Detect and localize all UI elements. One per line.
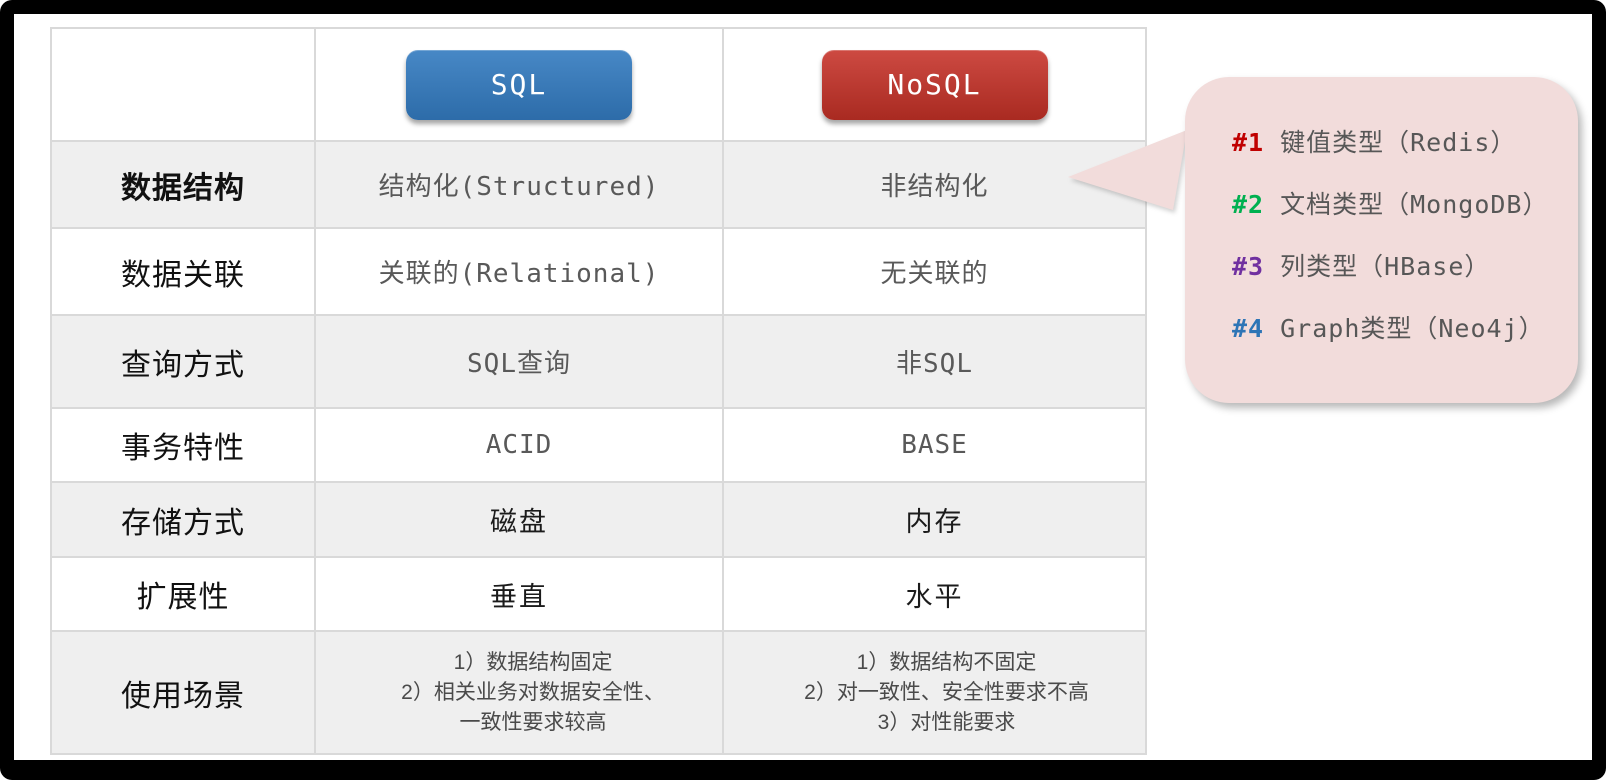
usecase-line: 3）对性能要求 xyxy=(877,710,1016,734)
nosql-usecases: 1）数据结构不固定 2）对一致性、安全性要求不高 3）对性能要求 xyxy=(722,630,1147,755)
sql-value: 关联的(Relational) xyxy=(378,259,660,289)
sql-value: 磁盘 xyxy=(490,507,548,537)
sql-badge-label: SQL xyxy=(490,68,548,101)
nosql-types-callout: #1 键值类型（Redis） #2 文档类型（MongoDB） #3 列类型（H… xyxy=(1185,77,1578,403)
table-row: 扩展性 垂直 水平 xyxy=(50,556,1147,632)
header-nosql-cell: NoSQL xyxy=(722,27,1147,142)
row-label: 数据结构 xyxy=(121,171,245,205)
callout-item-label: 列类型（HBase） xyxy=(1280,252,1491,281)
callout-item: #1 键值类型（Redis） xyxy=(1232,123,1578,159)
callout-item-label: Graph类型（Neo4j） xyxy=(1280,314,1545,343)
sql-value: 结构化(Structured) xyxy=(378,172,660,202)
row-label: 扩展性 xyxy=(136,581,230,614)
sql-badge: SQL xyxy=(406,49,632,120)
table-row: 使用场景 1）数据结构固定 2）相关业务对数据安全性、 一致性要求较高 1）数据… xyxy=(50,630,1147,755)
usecase-line: 一致性要求较高 xyxy=(459,710,607,734)
table-row: 事务特性 ACID BASE xyxy=(50,407,1147,483)
nosql-value: 无关联的 xyxy=(880,259,989,289)
callout-item-number: #3 xyxy=(1232,252,1265,281)
nosql-value: 非结构化 xyxy=(880,172,989,202)
callout-item-label: 键值类型（Redis） xyxy=(1280,128,1517,157)
header-sql-cell: SQL xyxy=(314,27,724,142)
callout-item: #4 Graph类型（Neo4j） xyxy=(1232,309,1578,345)
nosql-badge: NoSQL xyxy=(821,49,1048,120)
table-row: 数据关联 关联的(Relational) 无关联的 xyxy=(50,227,1147,316)
table-row: 存储方式 磁盘 内存 xyxy=(50,481,1147,558)
sql-value: 垂直 xyxy=(490,581,548,612)
header-empty-cell xyxy=(50,27,316,142)
usecase-line: 1）数据结构固定 xyxy=(453,650,613,674)
row-label: 查询方式 xyxy=(121,348,245,382)
usecase-line: 2）对一致性、安全性要求不高 xyxy=(804,680,1089,704)
callout-item-number: #2 xyxy=(1232,190,1265,219)
row-label: 数据关联 xyxy=(121,258,245,292)
row-label: 事务特性 xyxy=(121,432,245,465)
nosql-badge-label: NoSQL xyxy=(887,68,982,101)
sql-value: SQL查询 xyxy=(467,349,571,379)
row-label: 使用场景 xyxy=(121,679,245,713)
sql-usecases: 1）数据结构固定 2）相关业务对数据安全性、 一致性要求较高 xyxy=(314,630,724,755)
callout-item-number: #4 xyxy=(1232,314,1265,343)
nosql-value: 非SQL xyxy=(896,349,973,379)
table-row: 查询方式 SQL查询 非SQL xyxy=(50,314,1147,409)
usecase-line: 1）数据结构不固定 xyxy=(856,650,1037,674)
callout-item-number: #1 xyxy=(1232,128,1265,157)
usecase-line: 2）相关业务对数据安全性、 xyxy=(401,680,665,704)
nosql-value: 水平 xyxy=(905,581,964,612)
table-row: 数据结构 结构化(Structured) 非结构化 xyxy=(50,140,1147,229)
nosql-value: 内存 xyxy=(905,507,964,537)
sql-nosql-comparison-table: SQL NoSQL 数据结构 结构化(Structured) 非结构化 数据关联… xyxy=(50,27,1147,755)
callout-tail-icon xyxy=(1068,130,1187,210)
sql-value: ACID xyxy=(485,430,553,460)
callout-item: #2 文档类型（MongoDB） xyxy=(1232,185,1578,221)
row-label: 存储方式 xyxy=(121,506,245,540)
table-header-row: SQL NoSQL xyxy=(50,27,1147,142)
nosql-value: BASE xyxy=(901,430,968,460)
callout-item-label: 文档类型（MongoDB） xyxy=(1280,190,1549,219)
callout-item: #3 列类型（HBase） xyxy=(1232,247,1578,283)
